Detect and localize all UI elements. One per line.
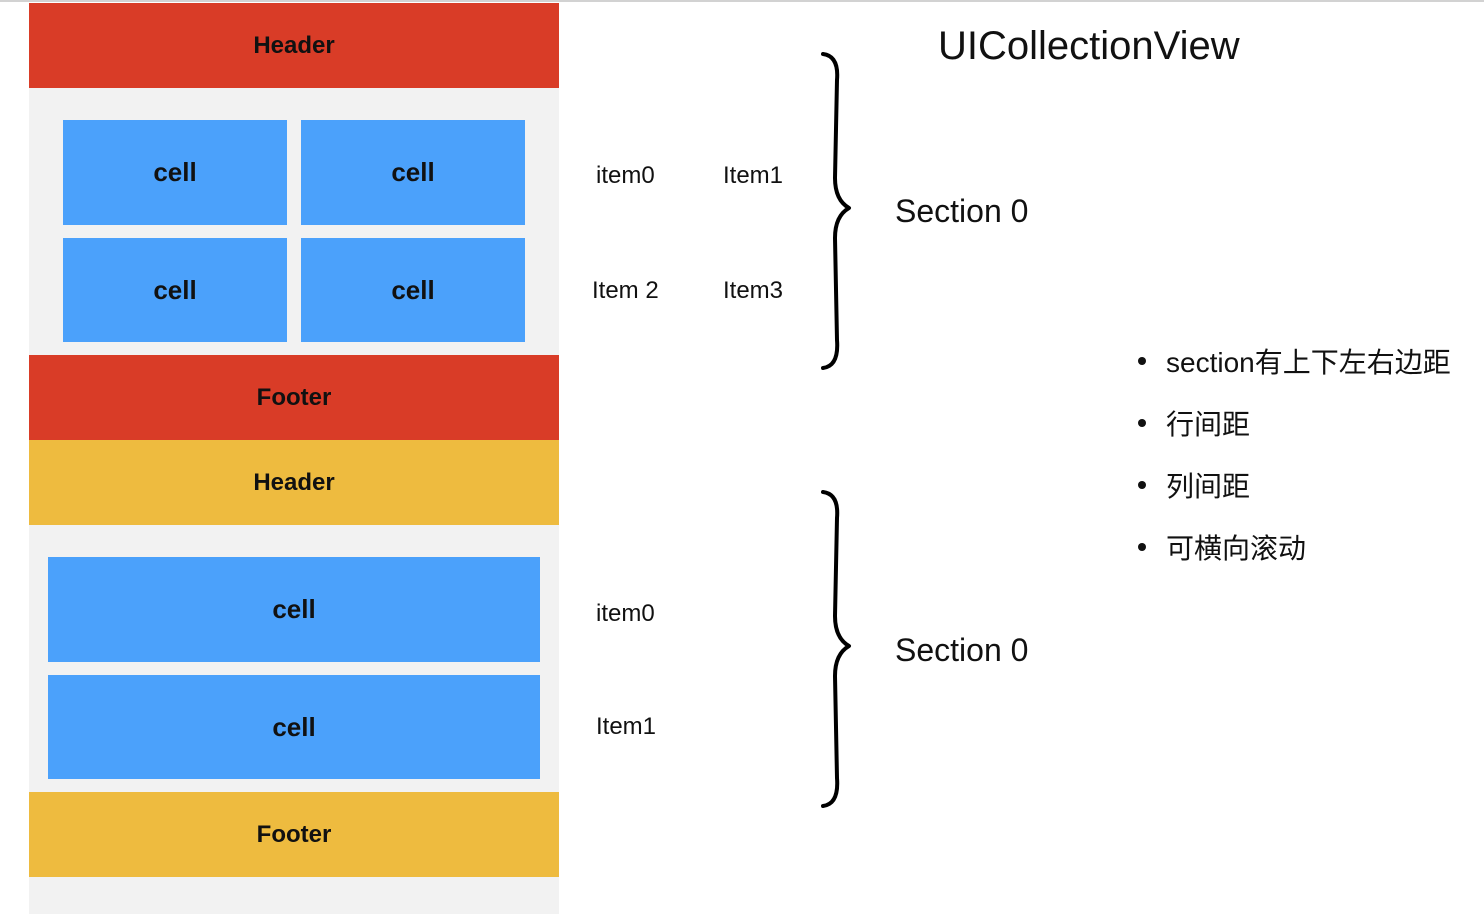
- note-item: 行间距: [1138, 392, 1451, 454]
- section-1-label: Section 0: [895, 632, 1029, 668]
- bullet-icon: [1138, 543, 1146, 551]
- section-1-header: Header: [29, 440, 559, 525]
- note-text: 可横向滚动: [1166, 533, 1307, 564]
- section-0-header: Header: [29, 3, 559, 88]
- note-text: section有上下左右边距: [1166, 347, 1451, 378]
- bullet-icon: [1138, 357, 1146, 365]
- top-divider: [0, 0, 1484, 2]
- bullet-icon: [1138, 419, 1146, 427]
- section-0-item-label-2: Item 2: [592, 277, 659, 304]
- note-item: 列间距: [1138, 454, 1451, 516]
- section-1-brace: [821, 490, 851, 808]
- bullet-icon: [1138, 481, 1146, 489]
- note-text: 列间距: [1166, 471, 1251, 502]
- section-0-cell-1: cell: [301, 120, 525, 225]
- note-item: section有上下左右边距: [1138, 330, 1451, 392]
- section-0-brace: [821, 52, 851, 370]
- note-text: 行间距: [1166, 409, 1251, 440]
- section-0-footer: Footer: [29, 355, 559, 440]
- note-item: 可横向滚动: [1138, 516, 1451, 578]
- section-1-footer: Footer: [29, 792, 559, 877]
- section-0-cell-0: cell: [63, 120, 287, 225]
- section-1-item-label-0: item0: [596, 600, 655, 627]
- collection-view: Header cell cell cell cell Footer Header…: [29, 3, 559, 914]
- section-1-cell-0: cell: [48, 557, 540, 662]
- diagram-title: UICollectionView: [938, 24, 1240, 68]
- section-1-cell-1: cell: [48, 675, 540, 779]
- section-0-item-label-1: Item1: [723, 162, 784, 189]
- section-1-item-label-1: Item1: [596, 713, 657, 740]
- section-0-cell-3: cell: [301, 238, 525, 342]
- section-0-label: Section 0: [895, 193, 1029, 229]
- notes-list: section有上下左右边距 行间距 列间距 可横向滚动: [1138, 330, 1451, 578]
- section-0-item-label-3: Item3: [723, 277, 784, 304]
- section-0-cell-2: cell: [63, 238, 287, 342]
- section-0-item-label-0: item0: [596, 162, 655, 189]
